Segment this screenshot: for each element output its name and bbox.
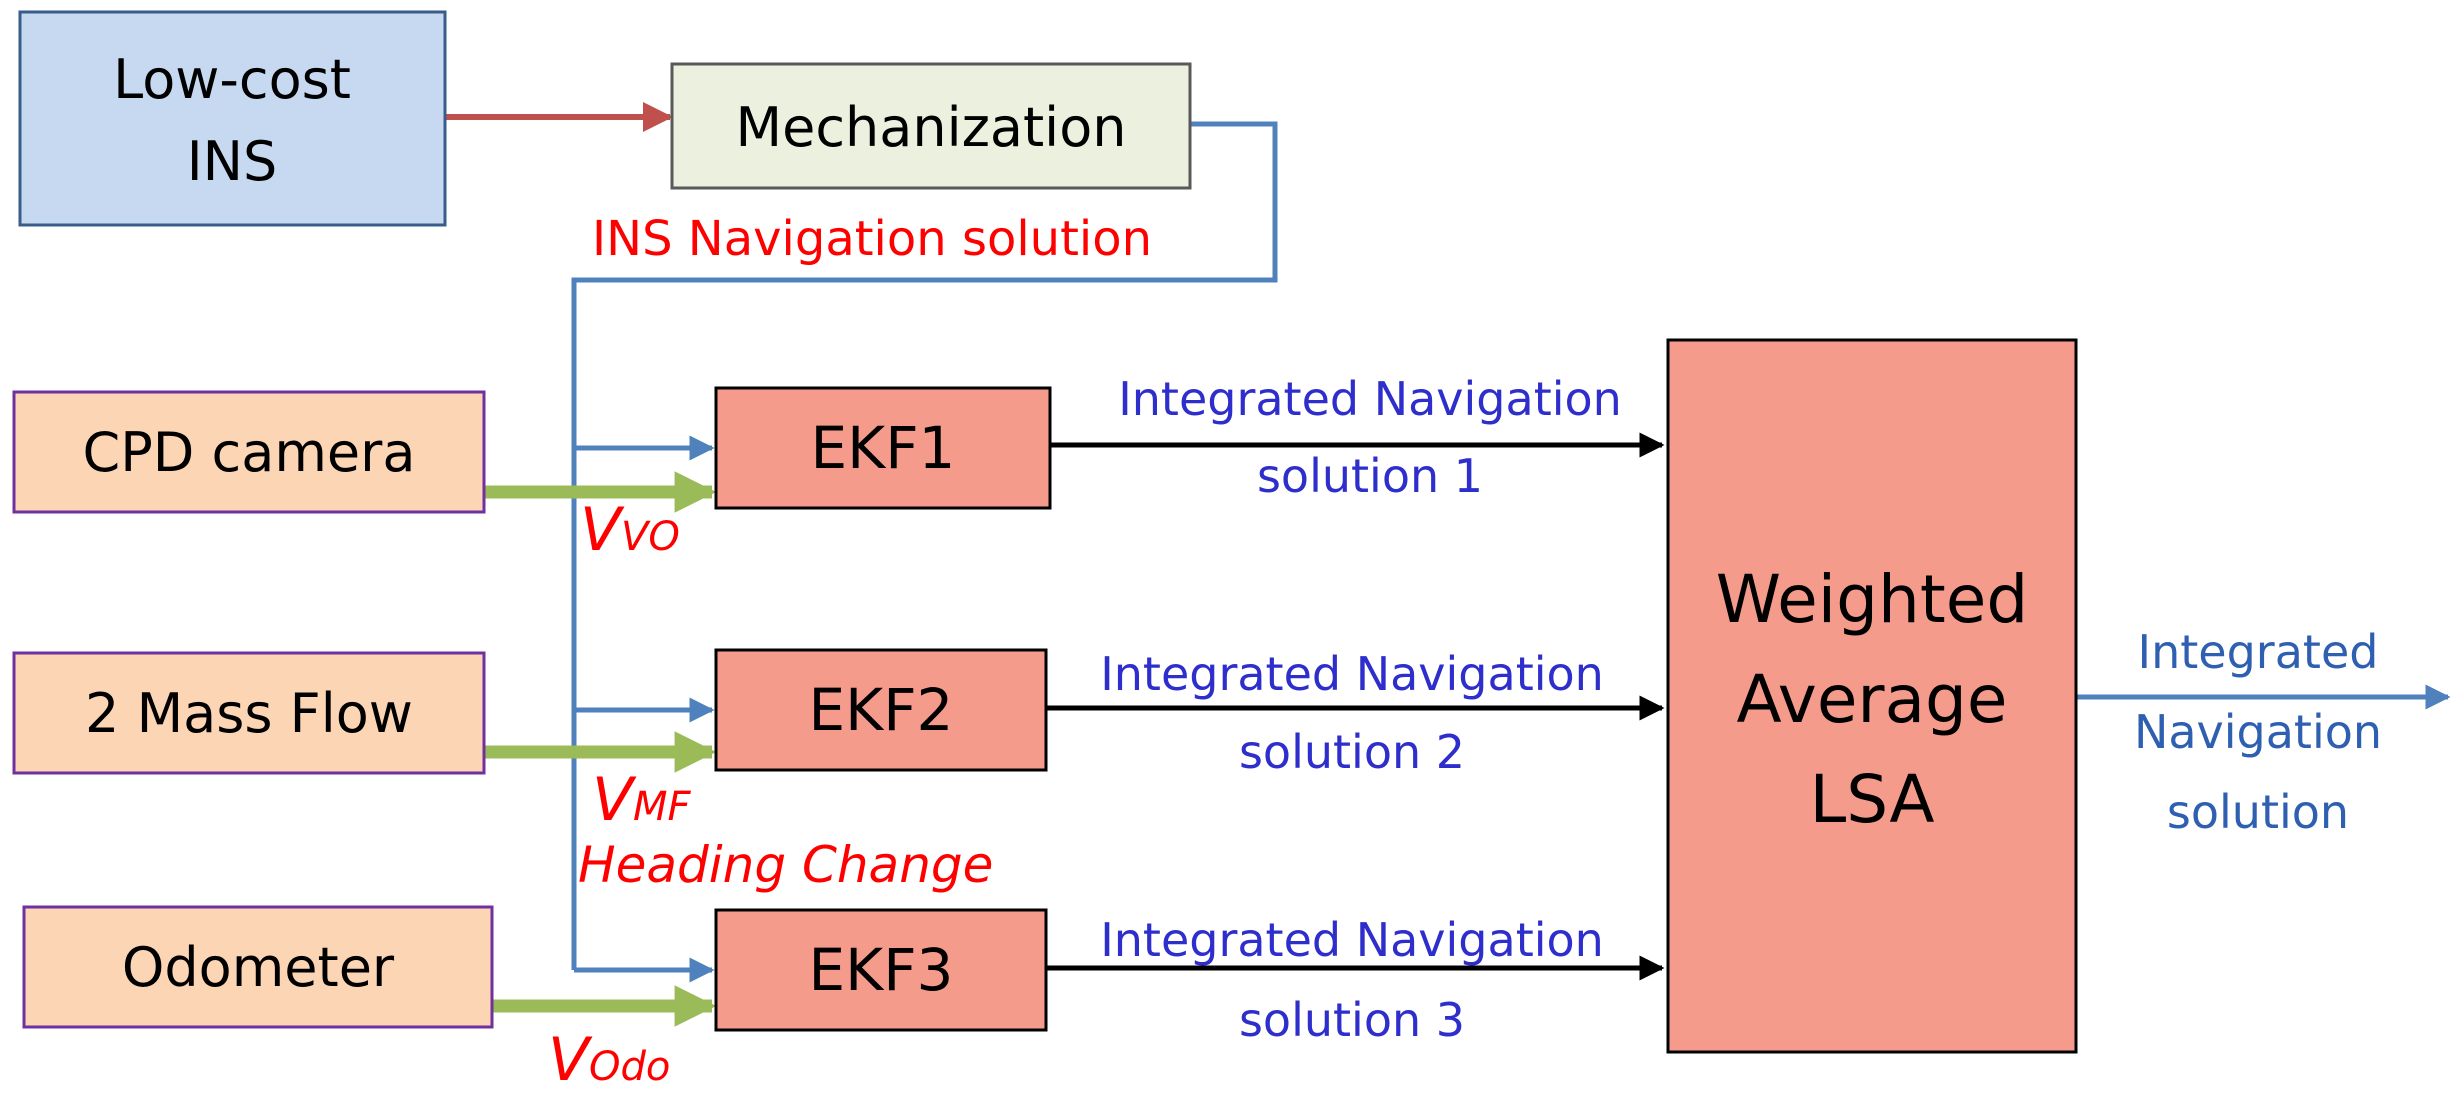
v-vo-label: VVO	[580, 495, 680, 565]
ins-navigation-solution-label: INS Navigation solution	[592, 211, 1152, 267]
svg-text:LSA: LSA	[1809, 761, 1934, 838]
ekf3-label: EKF3	[809, 936, 954, 1004]
low-cost-ins-box: Low-cost INS	[18, 10, 447, 227]
ins-label-line-2: INS	[187, 130, 278, 193]
nav-solution-1-line-1: Integrated Navigation	[1118, 372, 1622, 426]
heading-change-label: Heading Change	[578, 836, 993, 894]
mass-flow-box: 2 Mass Flow	[12, 651, 486, 775]
lsa-label-line-3: LSA	[1809, 761, 1934, 838]
lsa-label-line-1: Weighted	[1716, 561, 2028, 638]
odometer-box: Odometer	[22, 905, 494, 1029]
ekf2-box: EKF2	[714, 648, 1048, 772]
output-label-line-2: Navigation	[2134, 705, 2382, 759]
cpd-camera-label: CPD camera	[83, 421, 416, 484]
output-label-line-1: Integrated	[2138, 625, 2379, 679]
mechanization-box: Mechanization	[670, 62, 1192, 190]
nav-solution-2-line-2: solution 2	[1239, 725, 1465, 779]
svg-text:Low-cost: Low-cost	[113, 48, 351, 111]
v-mf-main: V	[592, 765, 637, 835]
ekf3-box: EKF3	[714, 908, 1048, 1032]
nav-solution-3-line-1: Integrated Navigation	[1100, 913, 1604, 967]
v-mf-label: VMF	[592, 765, 692, 835]
nav-solution-3-line-2: solution 3	[1239, 993, 1465, 1047]
output-label-line-3: solution	[2167, 785, 2349, 839]
v-odo-main: V	[548, 1025, 593, 1095]
lsa-label-line-2: Average	[1736, 661, 2007, 738]
cpd-camera-box: CPD camera	[12, 390, 486, 514]
ekf1-box: EKF1	[714, 386, 1052, 510]
mass-flow-label: 2 Mass Flow	[85, 682, 413, 745]
v-vo-sub: VO	[621, 514, 680, 560]
svg-text:Weighted: Weighted	[1716, 561, 2028, 638]
ins-label-line-1: Low-cost	[113, 48, 351, 111]
nav-solution-1-line-2: solution 1	[1257, 449, 1483, 503]
nav-solution-2-line-1: Integrated Navigation	[1100, 647, 1604, 701]
ins-solution-bus	[571, 121, 1278, 970]
v-vo-main: V	[580, 495, 625, 565]
odometer-label: Odometer	[122, 936, 395, 999]
svg-text:Average: Average	[1736, 661, 2007, 738]
ekf2-label: EKF2	[809, 676, 954, 744]
mechanization-label: Mechanization	[736, 96, 1127, 159]
v-mf-sub: MF	[633, 784, 692, 830]
svg-text:INS: INS	[187, 130, 278, 193]
weighted-average-lsa-box: Weighted Average LSA	[1666, 338, 2078, 1054]
v-odo-sub: Odo	[589, 1044, 670, 1090]
ekf1-label: EKF1	[811, 414, 956, 482]
v-odo-label: VOdo	[548, 1025, 670, 1095]
